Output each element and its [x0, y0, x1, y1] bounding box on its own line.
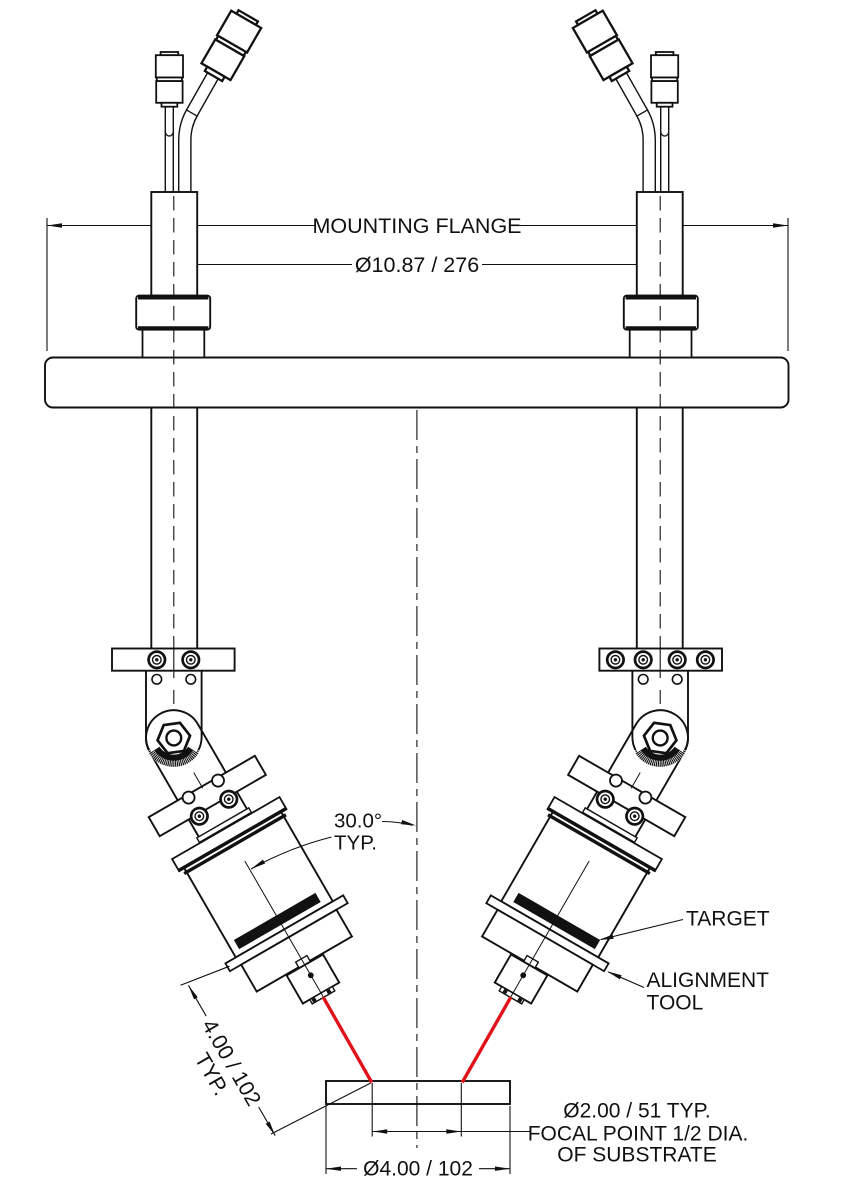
svg-text:30.0°: 30.0°: [334, 810, 382, 833]
svg-text:Ø2.00 / 51 TYP.: Ø2.00 / 51 TYP.: [563, 1100, 711, 1123]
svg-text:Ø10.87 / 276: Ø10.87 / 276: [355, 253, 479, 277]
svg-text:TOOL: TOOL: [647, 992, 704, 1015]
svg-text:FOCAL POINT 1/2 DIA.: FOCAL POINT 1/2 DIA.: [528, 1123, 749, 1146]
svg-text:OF SUBSTRATE: OF SUBSTRATE: [557, 1144, 716, 1167]
svg-text:TARGET: TARGET: [686, 908, 770, 931]
svg-text:Ø4.00 / 102: Ø4.00 / 102: [363, 1158, 473, 1181]
svg-text:ALIGNMENT: ALIGNMENT: [647, 969, 770, 992]
svg-text:MOUNTING FLANGE: MOUNTING FLANGE: [312, 214, 521, 238]
svg-text:TYP.: TYP.: [334, 832, 377, 855]
